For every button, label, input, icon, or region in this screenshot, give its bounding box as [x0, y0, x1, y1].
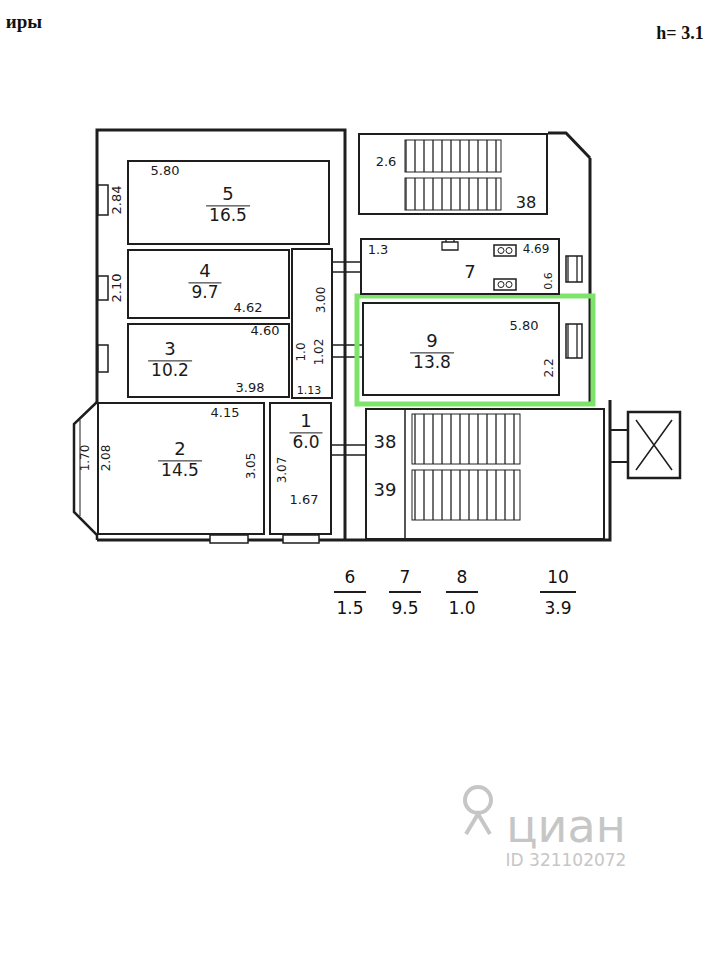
heading-fragment: иры	[6, 12, 42, 33]
shaft-link	[610, 430, 628, 462]
dimension: 2.2	[543, 358, 556, 377]
watermark: циан	[506, 801, 625, 852]
stove-burner	[506, 282, 512, 288]
dimension: 5.80	[510, 319, 539, 333]
dimension: 0.6	[543, 272, 555, 290]
dimension: 4.69	[523, 243, 550, 256]
room-number: 39	[372, 480, 399, 501]
window	[566, 256, 582, 282]
room-number: 38	[372, 432, 399, 453]
stair-flight	[412, 414, 520, 464]
room-number: 5	[206, 184, 250, 206]
room: 49.7	[127, 249, 290, 319]
dimension: 2.84	[110, 186, 124, 215]
room-number: 2	[158, 439, 202, 461]
dimension: 5.80	[151, 164, 180, 178]
dimension: 1.13	[297, 385, 322, 397]
bay-window	[74, 402, 97, 540]
room-area: 9.7	[188, 283, 221, 303]
dimension: 2.10	[110, 274, 124, 303]
highlight-frame	[357, 296, 593, 404]
room-area: 10.2	[148, 361, 192, 381]
fraction-area: 1.5	[336, 599, 363, 618]
watermark: ID 321102072	[506, 851, 627, 870]
stair-flight	[405, 140, 501, 172]
dimension: 4.62	[234, 301, 263, 315]
fraction-area: 9.5	[391, 599, 418, 618]
dimension: 2.6	[376, 155, 397, 169]
room: 214.5	[97, 402, 265, 535]
dimension: 1.0	[295, 342, 308, 361]
room-number: 38	[514, 194, 539, 213]
outer-wall	[97, 130, 610, 540]
lift-shaft	[628, 412, 680, 478]
dimension: 1.67	[290, 493, 319, 507]
dimension: 3.05	[245, 453, 258, 480]
room-label: 516.5	[206, 184, 250, 225]
room: 38	[358, 133, 548, 215]
fraction-area: 3.9	[544, 599, 571, 618]
stove-symbol	[494, 245, 516, 256]
window	[98, 185, 108, 215]
fraction-number: 8	[457, 568, 468, 587]
stair-flight	[405, 178, 501, 210]
room-number: 4	[188, 261, 221, 283]
window	[98, 276, 108, 300]
room-label: 49.7	[188, 261, 221, 302]
stove-burner	[498, 282, 504, 288]
stair-flight	[412, 470, 520, 520]
room-number: 3	[148, 339, 192, 361]
room-number: 7	[462, 262, 477, 283]
room-number: 9	[410, 331, 454, 353]
room-label: 310.2	[148, 339, 192, 380]
corridor	[292, 249, 332, 398]
fraction-number: 7	[400, 568, 411, 587]
window	[283, 535, 319, 543]
lift-cross	[636, 420, 672, 470]
dimension: 4.60	[251, 324, 280, 338]
dimension: 1.70	[79, 445, 92, 472]
window	[210, 535, 248, 543]
ceiling-height: h= 3.1	[656, 24, 703, 44]
room-area: 16.5	[206, 206, 250, 226]
stove-burner	[498, 248, 504, 254]
room-area: 14.5	[158, 461, 202, 481]
dimension: 1.02	[313, 339, 326, 366]
sink-symbol	[442, 239, 458, 250]
stair-wall	[404, 408, 406, 540]
stove-burner	[506, 248, 512, 254]
room-label: 16.0	[289, 411, 322, 452]
dimension: 2.08	[100, 445, 113, 472]
fraction-number: 10	[547, 568, 569, 587]
room-number: 1	[289, 411, 322, 433]
dimension: 3.07	[276, 457, 289, 484]
room: 38 39	[365, 408, 605, 540]
fraction-area: 1.0	[448, 599, 475, 618]
fraction-number: 6	[345, 568, 356, 587]
watermark-icon	[466, 814, 490, 834]
dimension: 1.3	[368, 243, 389, 257]
stove-symbol	[494, 279, 516, 290]
room-area: 6.0	[289, 433, 322, 453]
fraction-line	[334, 591, 576, 593]
window	[98, 345, 108, 372]
room: 913.8	[362, 302, 560, 396]
watermark-icon	[465, 787, 491, 813]
room-label: 214.5	[158, 439, 202, 480]
room-area: 13.8	[410, 353, 454, 373]
room-label: 913.8	[410, 331, 454, 372]
dimension: 3.98	[236, 381, 265, 395]
dimension: 4.15	[211, 406, 240, 420]
window	[566, 324, 582, 358]
dimension: 3.00	[315, 287, 328, 314]
